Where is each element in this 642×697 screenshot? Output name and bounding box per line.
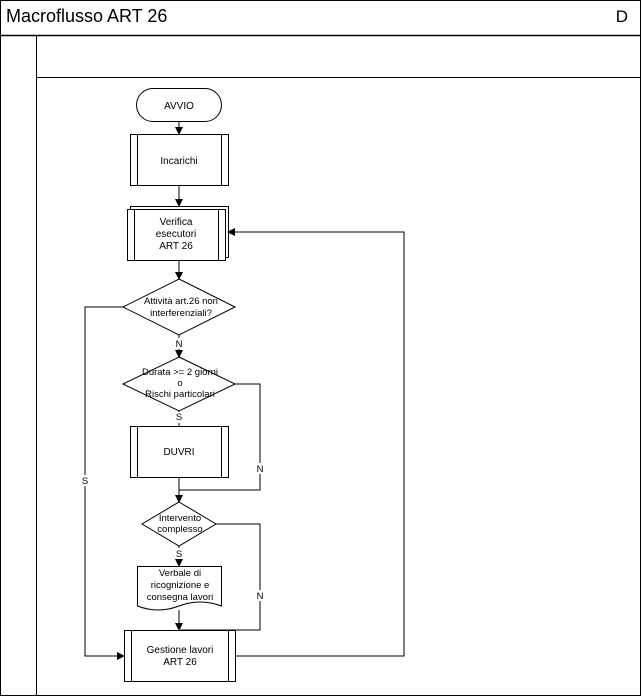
svg-text:Attività art.26 non: Attività art.26 non (144, 296, 218, 307)
decision-intervento: Intervento complesso (141, 501, 217, 547)
label-d3-no: N (257, 591, 264, 602)
verbale-document: Verbale di ricognizione e consegna lavor… (137, 566, 222, 611)
gestione-process: Gestione lavori ART 26 (124, 630, 236, 682)
decision-interferenziali: Attività art.26 non interferenziali? (121, 278, 237, 336)
edge-labels: N S S N S N (80, 338, 265, 602)
svg-text:Verbale di: Verbale di (159, 568, 201, 579)
label-d2-no: N (257, 464, 264, 475)
start-node: AVVIO (136, 88, 222, 122)
svg-text:AVVIO: AVVIO (164, 101, 194, 112)
label-d1-yes: S (82, 476, 88, 487)
incarichi-process: Incarichi (130, 134, 229, 186)
svg-text:esecutori: esecutori (156, 229, 197, 240)
svg-text:interferenziali?: interferenziali? (150, 308, 212, 319)
svg-text:complesso: complesso (157, 524, 202, 535)
svg-text:Intervento: Intervento (159, 513, 201, 524)
svg-text:ricognizione e: ricognizione e (151, 580, 210, 591)
connectors (84, 121, 405, 660)
svg-text:ART 26: ART 26 (163, 657, 197, 668)
lane-letter: D (615, 7, 628, 26)
svg-text:Gestione lavori: Gestione lavori (147, 645, 214, 656)
svg-text:consegna lavori: consegna lavori (147, 592, 214, 603)
svg-text:ART 26: ART 26 (159, 241, 193, 252)
svg-text:Durata >= 2 giorni: Durata >= 2 giorni (142, 367, 218, 378)
decision-durata: Durata >= 2 giorni o Rischi particolari (121, 356, 237, 412)
svg-text:DUVRI: DUVRI (163, 447, 194, 458)
svg-text:Rischi particolari: Rischi particolari (145, 389, 215, 400)
label-d2-yes: S (176, 412, 182, 423)
svg-text:Verifica: Verifica (160, 217, 193, 228)
diagram-title: Macroflusso ART 26 (6, 6, 168, 26)
svg-text:Incarichi: Incarichi (160, 156, 197, 167)
label-d3-yes: S (176, 549, 182, 560)
label-d1-no: N (176, 339, 183, 350)
svg-text:o: o (177, 378, 182, 389)
duvri-process: DUVRI (130, 426, 229, 478)
verifica-process: Verifica esecutori ART 26 (127, 206, 229, 261)
